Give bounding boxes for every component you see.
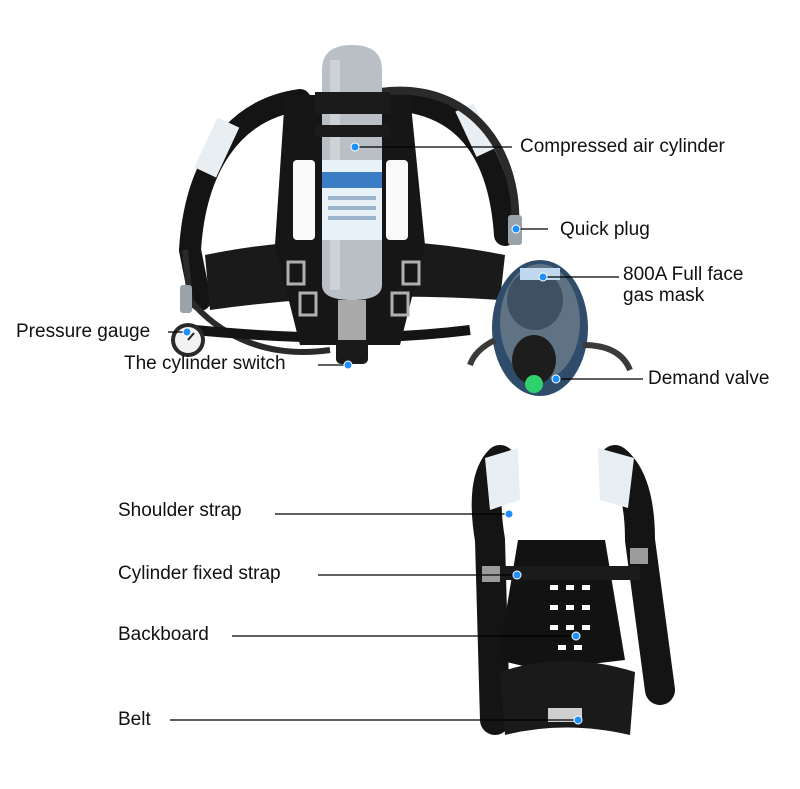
- leader-lines: [168, 146, 643, 721]
- dot-fixed-strap: [512, 570, 522, 580]
- demand-valve: [512, 335, 556, 385]
- dot-gauge: [182, 327, 192, 337]
- compressed-air-cylinder: [315, 45, 390, 300]
- buckle: [390, 291, 410, 317]
- buckle: [298, 291, 318, 317]
- scba-assembly-illustration: [171, 45, 633, 396]
- label-cylinder-switch: The cylinder switch: [124, 353, 286, 374]
- dot-backboard: [571, 631, 581, 641]
- label-compressed-air-cylinder: Compressed air cylinder: [520, 136, 725, 157]
- dot-switch: [343, 360, 353, 370]
- dot-cylinder: [350, 142, 360, 152]
- air-hose: [379, 86, 520, 231]
- dot-quick-plug: [511, 224, 521, 234]
- dot-demand-valve: [551, 374, 561, 384]
- buckle: [401, 260, 421, 286]
- cylinder-fixed-strap: [490, 566, 640, 580]
- left-pad-tag: [485, 448, 520, 510]
- cylinder-valve: [338, 300, 366, 340]
- label-full-face-gas-mask: 800A Full face gas mask: [623, 264, 744, 306]
- backboard-window-left: [293, 160, 315, 240]
- buckle: [482, 566, 500, 582]
- cylinder-switch: [336, 340, 368, 364]
- belt-buckle: [548, 708, 582, 722]
- right-strap-tag: [455, 103, 495, 157]
- dot-shoulder-strap: [504, 509, 514, 519]
- buckle: [630, 548, 648, 564]
- label-cylinder-fixed-strap: Cylinder fixed strap: [118, 563, 281, 584]
- label-shoulder-strap: Shoulder strap: [118, 500, 242, 521]
- right-pad-tag: [598, 448, 634, 508]
- label-quick-plug: Quick plug: [560, 219, 650, 240]
- left-strap-tag: [194, 117, 240, 178]
- label-backboard: Backboard: [118, 624, 209, 645]
- backplate: [498, 540, 625, 670]
- label-pressure-gauge: Pressure gauge: [16, 321, 151, 342]
- dot-belt: [573, 715, 583, 725]
- gauge-fitting: [180, 285, 192, 313]
- callout-dots: [182, 142, 583, 725]
- backboard-window-right: [386, 160, 408, 240]
- label-demand-valve: Demand valve: [648, 368, 770, 389]
- dot-mask: [538, 272, 548, 282]
- belt-pad: [500, 661, 635, 735]
- buckle: [286, 260, 306, 286]
- harness-backplate-illustration: [471, 445, 675, 735]
- label-belt: Belt: [118, 709, 151, 730]
- full-face-mask: [467, 260, 633, 396]
- backplate-holes: [550, 585, 590, 650]
